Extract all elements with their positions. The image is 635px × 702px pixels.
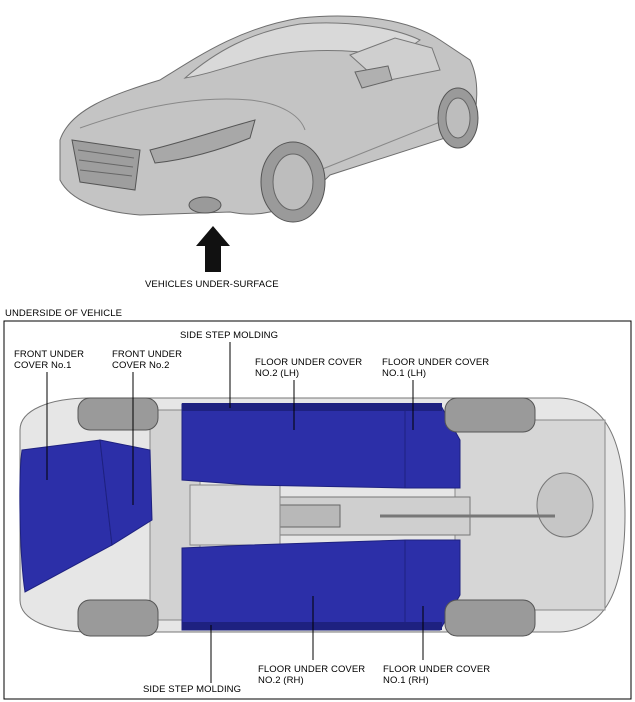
underside-frame: [3, 320, 632, 700]
car-body: [59, 15, 479, 223]
floor-under-cover-2-lh-label: FLOOR UNDER COVER NO.2 (LH): [255, 357, 363, 379]
leader-lines: [46, 342, 424, 683]
side-step-molding-lh: [182, 403, 442, 411]
tires: [77, 397, 536, 637]
front-under-cover-1-label: FRONT UNDER COVER No.1: [14, 349, 85, 371]
floor-under-cover-2-rh-label: FLOOR UNDER COVER NO.2 (RH): [258, 664, 366, 686]
up-arrow-icon: [196, 226, 230, 272]
front-under-cover-no1: [19, 439, 113, 593]
floor-under-cover-no2-rh: [181, 539, 406, 631]
side-step-molding-top-label: SIDE STEP MOLDING: [180, 330, 279, 341]
underside-frame-title: UNDERSIDE OF VEHICLE: [5, 308, 123, 319]
floor-under-cover-1-lh-label: FLOOR UNDER COVER NO.1 (LH): [382, 357, 490, 379]
side-step-molding-bottom-label: SIDE STEP MOLDING: [143, 684, 242, 695]
vehicles-under-surface-label: VEHICLES UNDER-SURFACE: [145, 279, 279, 290]
front-under-cover-2-label: FRONT UNDER COVER No.2: [112, 349, 183, 371]
side-step-molding-rh: [182, 622, 442, 630]
floor-under-cover-1-rh-label: FLOOR UNDER COVER NO.1 (RH): [383, 664, 491, 686]
vehicle-underside: [19, 397, 626, 633]
